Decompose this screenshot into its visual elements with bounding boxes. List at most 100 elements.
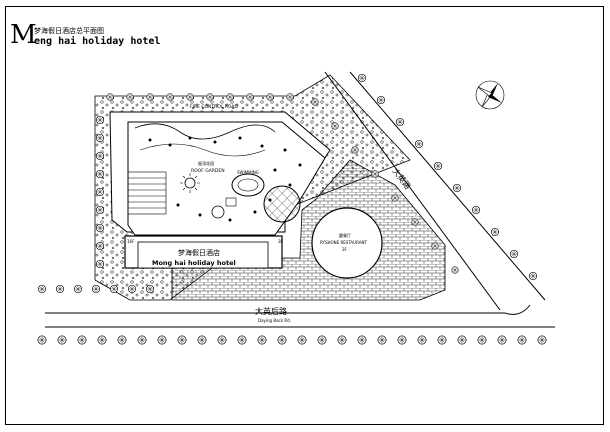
tree-icon: [331, 122, 339, 130]
tree-icon: [57, 335, 67, 345]
tree-icon: [95, 151, 105, 161]
tree-icon: [376, 95, 386, 105]
tree-icon: [217, 335, 227, 345]
tree-icon: [537, 335, 547, 345]
tree-icon: [357, 73, 367, 83]
tree-icon: [106, 93, 114, 101]
tree-icon: [91, 284, 101, 294]
pool-label: SWIMMING: [237, 170, 259, 175]
roads: [45, 71, 555, 328]
tree-icon: [37, 335, 47, 345]
tree-icon: [437, 335, 447, 345]
tree-icon: [166, 93, 174, 101]
tree-icon: [477, 335, 487, 345]
tree-icon: [206, 93, 214, 101]
tree-icon: [95, 187, 105, 197]
north-arrow-icon: [475, 80, 505, 110]
tree-icon: [95, 259, 105, 269]
tree-icon: [371, 170, 379, 178]
swimming-pool: [231, 173, 265, 197]
tree-icon: [391, 194, 399, 202]
tree-icon: [277, 335, 287, 345]
tree-icon: [266, 93, 274, 101]
tree-icon: [55, 284, 65, 294]
roof-garden-cn-label: 屋顶花园: [198, 160, 214, 166]
tree-icon: [137, 335, 147, 345]
tree-icon: [95, 133, 105, 143]
tree-icon: [457, 335, 467, 345]
hotel-floors-left: 16F: [127, 239, 135, 244]
tree-icon: [417, 335, 427, 345]
tree-icon: [197, 335, 207, 345]
tree-icon: [95, 223, 105, 233]
tree-icon: [528, 271, 538, 281]
tree-icon: [246, 93, 254, 101]
tree-icon: [145, 284, 155, 294]
road-english-name: Daying Back Rd.: [258, 318, 291, 323]
tree-icon: [95, 115, 105, 125]
fountain: [211, 205, 225, 219]
sun-ornament: [180, 173, 200, 193]
tree-icon: [497, 335, 507, 345]
hotel-floors-right: 3F: [278, 239, 284, 244]
road-chinese-name: 大英后路: [255, 306, 287, 316]
tree-icon: [126, 93, 134, 101]
tree-icon: [433, 161, 443, 171]
tree-icon: [97, 335, 107, 345]
round-court: [263, 185, 301, 223]
shrubs: [148, 136, 302, 222]
tree-icon: [95, 169, 105, 179]
restaurant-en-label: RYSHONE RESTAURANT: [320, 240, 367, 245]
tree-icon: [337, 335, 347, 345]
roof-garden-en-label: ROOF GARDEN: [191, 168, 225, 174]
round-restaurant: [311, 207, 383, 279]
tree-icon: [471, 205, 481, 215]
tree-icon: [226, 93, 234, 101]
title-english: eng hai holiday hotel: [34, 36, 161, 47]
roof-garden: [127, 121, 326, 236]
tree-icon: [397, 335, 407, 345]
drawing-frame: [5, 6, 604, 425]
hotel-building: [124, 235, 283, 269]
tree-icon: [311, 98, 319, 106]
tree-icon: [177, 335, 187, 345]
tree-icon: [73, 284, 83, 294]
tree-icon: [357, 335, 367, 345]
tree-icon: [77, 335, 87, 345]
hotel-chinese-name: 梦海假日酒店: [178, 248, 220, 257]
restaurant-cn-label: 圆餐厅: [339, 232, 351, 238]
tree-icon: [127, 284, 137, 294]
title-chinese: 梦海假日酒店总平面图: [34, 27, 104, 35]
parking-stalls: [127, 171, 167, 215]
tree-icon: [351, 146, 359, 154]
tree-icon: [117, 335, 127, 345]
fire-road-label: FIRE CONTROL ROAD: [190, 104, 238, 110]
restaurant-floors: 3F: [342, 247, 348, 252]
tree-icon: [186, 93, 194, 101]
tree-icon: [452, 183, 462, 193]
tree-icon: [109, 284, 119, 294]
tree-icon: [286, 93, 294, 101]
tree-icon: [451, 266, 459, 274]
tree-icon: [257, 335, 267, 345]
tree-icon: [431, 242, 439, 250]
title-initial: M: [10, 20, 37, 50]
tree-icon: [395, 117, 405, 127]
tree-icon: [95, 241, 105, 251]
tree-icon: [377, 335, 387, 345]
tree-icon: [490, 227, 500, 237]
tree-icon: [157, 335, 167, 345]
tree-icon: [37, 284, 47, 294]
kiosk: [225, 197, 237, 207]
tree-icon: [517, 335, 527, 345]
tree-icon: [317, 335, 327, 345]
tree-icon: [146, 93, 154, 101]
tree-icon: [95, 205, 105, 215]
hotel-english-name: Mong hai holiday hotel: [152, 259, 236, 267]
tree-icon: [509, 249, 519, 259]
tree-icon: [237, 335, 247, 345]
tree-icon: [297, 335, 307, 345]
tree-icon: [411, 218, 419, 226]
tree-icon: [414, 139, 424, 149]
